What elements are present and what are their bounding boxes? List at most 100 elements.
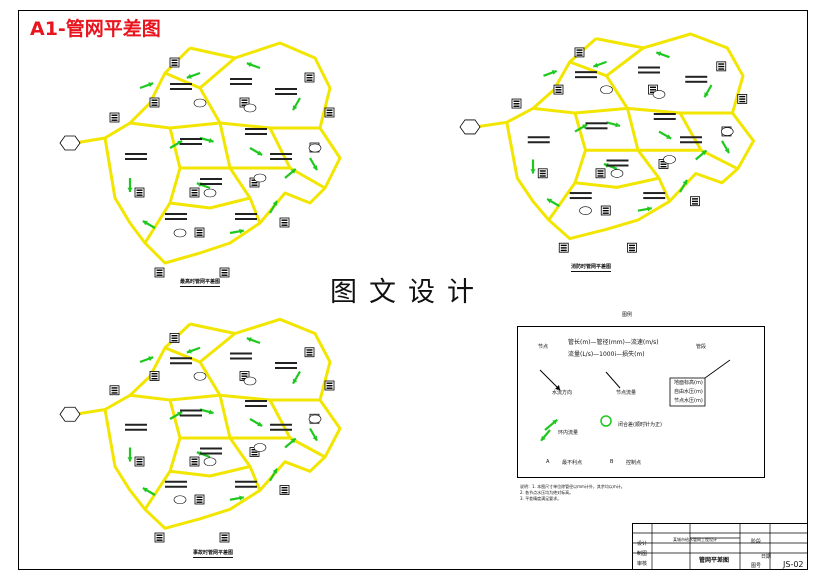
tb-role-check: 审核 — [637, 561, 648, 567]
legend-box-line2: 自由水压(m) — [674, 389, 703, 395]
pipe-label-text — [235, 480, 257, 483]
node-info-row — [221, 269, 228, 271]
legend-formula-line1: 管长(m)—管径(mm)—流速(m/s) — [568, 339, 659, 346]
node-info-row — [221, 274, 228, 276]
flow-arrowhead — [239, 495, 244, 501]
pipe-segment — [169, 196, 251, 210]
ring-closure-mark — [308, 414, 322, 424]
tb-drawing-no-label: 图号 — [751, 563, 762, 569]
node-info-row — [660, 161, 667, 163]
node-info-row — [151, 102, 158, 104]
node-info-row — [151, 373, 158, 375]
node-info-row — [576, 49, 583, 51]
design-notes: 说明：1. 本图尺寸单位除管径以mm计外，其余均以m计。 2. 各节点水压均为绝… — [520, 484, 625, 502]
flow-arrowhead — [290, 169, 296, 174]
flow-arrowhead — [246, 62, 252, 68]
ring-closure-mark — [600, 85, 613, 95]
pipe-segment — [74, 136, 106, 145]
pipe-segment — [143, 127, 182, 244]
pipe-label-text — [180, 409, 202, 412]
tb-drawing-no: JS-02 — [783, 560, 804, 569]
node-info-row — [196, 229, 203, 231]
node-info-row — [111, 387, 118, 389]
flow-arrowhead — [127, 457, 133, 462]
flow-arrowhead — [148, 82, 154, 88]
pipe-label-text — [170, 357, 192, 360]
node-info-row — [555, 86, 562, 88]
flow-arrowhead — [682, 179, 688, 185]
node-info-row — [597, 170, 604, 172]
pipe-label-text — [230, 357, 252, 360]
pipe-label-text — [170, 362, 192, 365]
flow-arrowhead — [615, 122, 621, 128]
pipe-label-text — [165, 480, 187, 483]
node-info-row — [111, 117, 118, 119]
node-info-row — [151, 99, 158, 101]
node-info-row — [151, 378, 158, 380]
node-info-row — [251, 449, 258, 451]
pipe-segment — [505, 32, 755, 241]
node-info-row — [191, 458, 198, 460]
pipe-label-text — [575, 71, 597, 74]
pipe-label-text — [653, 118, 676, 120]
pipe-label-text — [245, 133, 267, 135]
flow-arrowhead — [541, 435, 546, 441]
node-info-row — [111, 392, 118, 394]
pipe-label-text — [638, 71, 660, 74]
node-info-row — [191, 463, 198, 465]
legend-point-b-label: 控制点 — [626, 460, 642, 466]
plan-caption-accident: 事故时管网平差图 — [193, 550, 234, 558]
ring-closure-mark — [203, 188, 217, 198]
node-info-row — [251, 179, 258, 181]
water-source-node — [459, 119, 481, 135]
ring-closure-mark — [193, 98, 207, 108]
pipe-segment — [532, 106, 733, 115]
pipe-label-text — [170, 88, 192, 90]
pipe-segment — [180, 436, 326, 459]
plan-caption-max-hour: 最高时管网平差图 — [180, 279, 221, 287]
water-source-node — [59, 135, 81, 151]
flow-arrowhead — [142, 487, 148, 493]
pipe-label-text — [685, 80, 708, 83]
flow-arrowhead — [148, 356, 154, 362]
node-info-row — [281, 492, 288, 494]
node-info-row — [196, 234, 203, 236]
legend-box-line1: 地面标高(m) — [674, 380, 703, 386]
legend-loop-closure: 闭合差(顺时针为正) — [618, 422, 662, 428]
pipe-segment — [129, 393, 320, 402]
node-info-row — [196, 232, 203, 234]
flow-arrowhead — [186, 348, 192, 354]
node-info-row — [306, 349, 313, 351]
flow-arrowhead — [704, 92, 709, 98]
node-info-row — [650, 91, 656, 93]
pipe-segment — [626, 108, 671, 203]
ring-closure-mark — [173, 495, 187, 505]
pipe-segment — [574, 176, 660, 189]
node-info-row — [251, 182, 258, 184]
node-info-row — [629, 247, 635, 249]
pipe-label-text — [680, 141, 702, 144]
node-info-row — [156, 537, 163, 539]
ring-closure-mark — [610, 169, 624, 178]
node-info-row — [281, 224, 288, 226]
node-info-row — [196, 501, 203, 503]
node-info-row — [576, 54, 583, 56]
ring-closure-mark — [253, 173, 267, 183]
node-info-row — [111, 114, 118, 116]
flow-arrowhead — [142, 220, 148, 226]
pipe-label-text — [165, 485, 187, 488]
node-info-row — [513, 105, 520, 107]
node-info-row — [241, 102, 248, 104]
node-info-row — [718, 65, 725, 68]
pipe-segment — [605, 74, 629, 110]
flow-arrowhead — [257, 150, 263, 156]
node-info-row — [555, 91, 562, 93]
node-info-row — [251, 454, 258, 456]
pipe-label-text — [569, 197, 592, 200]
pipe-label-text — [235, 213, 257, 215]
pipe-segment — [143, 399, 182, 511]
ring-closure-mark — [253, 443, 267, 452]
legend-point-b: B — [610, 459, 614, 465]
drawing-frame — [18, 10, 808, 570]
legend-flow-arrowhead — [555, 385, 560, 390]
